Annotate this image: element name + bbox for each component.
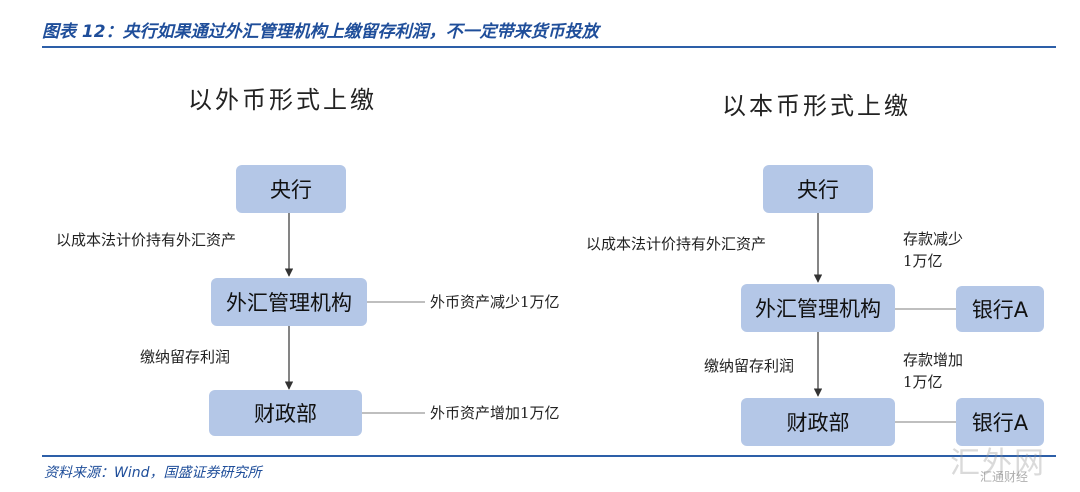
right-label-fx-mof: 缴纳留存利润 <box>704 357 795 375</box>
right-node-central-bank: 央行 <box>763 165 873 213</box>
left-label-fx-mof: 缴纳留存利润 <box>140 348 231 366</box>
watermark: 汇外网 <box>950 446 1046 481</box>
right-label-cb-fx: 以成本法计价持有外汇资产 <box>586 235 767 253</box>
left-label-cb-fx: 以成本法计价持有外汇资产 <box>56 231 237 249</box>
right-label-bank1-note: 存款减少1万亿 <box>903 230 964 270</box>
figure-title: 图表 12：央行如果通过外汇管理机构上缴留存利润，不一定带来货币投放 <box>42 22 599 42</box>
left-node-central-bank: 央行 <box>236 165 346 213</box>
right-panel-title: 以本币形式上缴 <box>722 92 911 120</box>
right-node-fx-admin: 外汇管理机构 <box>741 284 895 332</box>
top-rule <box>42 46 1056 48</box>
source-note: 资料来源：Wind，国盛证券研究所 <box>44 465 262 481</box>
bottom-rule <box>42 455 1056 457</box>
right-label-bank2-note: 存款增加1万亿 <box>903 351 964 391</box>
left-panel-title: 以外币形式上缴 <box>188 86 377 114</box>
left-label-mof-note: 外币资产增加1万亿 <box>430 404 560 422</box>
right-node-bank-a-2: 银行A <box>956 398 1044 446</box>
left-node-mof: 财政部 <box>209 390 362 436</box>
right-node-mof: 财政部 <box>741 398 895 446</box>
left-node-fx-admin: 外汇管理机构 <box>211 278 367 326</box>
left-label-fx-note: 外币资产减少1万亿 <box>430 293 560 311</box>
right-node-bank-a-1: 银行A <box>956 286 1044 332</box>
watermark-sub: 汇通财经 <box>980 470 1029 484</box>
